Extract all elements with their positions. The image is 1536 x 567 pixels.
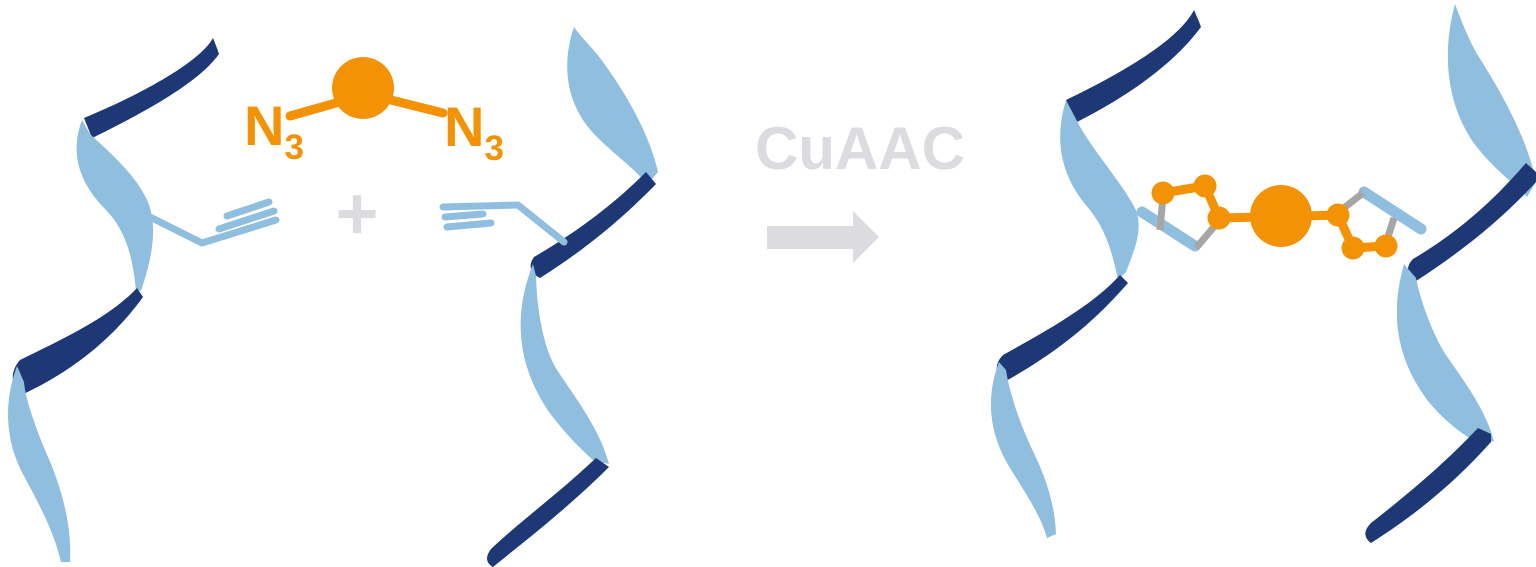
dna-strand-2-segment-navy-mid — [530, 172, 656, 278]
triazole-right-n-atom-3 — [1374, 234, 1398, 258]
triazole-left-dna-linker-bond — [1136, 206, 1201, 252]
dna-strand-4-segment-blue-top — [1447, 4, 1536, 197]
reaction-condition-group: CuAAC — [755, 115, 965, 263]
alkyne-2-linker-bond — [439, 201, 568, 246]
azide-label-left: N3 — [244, 94, 304, 167]
alkyne-2-triple-bond-line-2 — [441, 210, 487, 221]
triazole-right-n-atom-2 — [1341, 236, 1365, 260]
bis-azide-linker: N3 N3 — [244, 57, 504, 168]
alkyne-2-triple-bond-line-3 — [443, 219, 495, 231]
azide-bond-right — [386, 95, 448, 118]
product-group — [990, 4, 1536, 543]
dna-strand-2-segment-blue-mid — [520, 264, 609, 464]
dna-strand-3-segment-navy-top — [1066, 10, 1201, 123]
dna-strand-2 — [439, 27, 658, 567]
dna-strand-1 — [8, 38, 280, 562]
dna-strand-1-segment-blue-mid — [76, 120, 154, 291]
dna-strand-3-segment-navy-mid — [996, 275, 1128, 382]
triazole-left-n-atom-1 — [1151, 181, 1175, 205]
alkyne-1-linker-bond — [146, 213, 280, 247]
dna-strand-3 — [990, 10, 1201, 538]
dna-strand-1-segment-navy-top — [84, 38, 219, 138]
linker-core-sphere — [332, 57, 394, 119]
triazole-left-n-atom-3 — [1207, 206, 1231, 230]
plus-sign: + — [335, 172, 378, 255]
triazole-right-n-atom-1 — [1326, 203, 1350, 227]
dna-strand-4-segment-navy-tail — [1365, 428, 1491, 543]
reaction-condition-label: CuAAC — [755, 115, 965, 182]
alkyne-1-triple-bond-line-3 — [223, 198, 273, 220]
dna-strand-2-segment-blue-top — [567, 27, 658, 185]
reaction-arrow-icon — [767, 211, 879, 263]
azide-label-right: N3 — [444, 95, 504, 168]
dna-strand-4-segment-blue-mid — [1396, 264, 1494, 444]
alkyne-group-1 — [146, 198, 280, 247]
dna-strand-3-segment-blue-tail — [990, 362, 1056, 538]
triazole-left-n-atom-2 — [1193, 174, 1217, 198]
azide-bond-left — [285, 98, 341, 121]
dna-strand-1-segment-navy-mid — [12, 288, 143, 396]
dna-strand-2-segment-navy-tail — [487, 458, 609, 567]
dna-strand-3-segment-blue-mid — [1060, 100, 1139, 280]
triazole-right-dna-linker-bond — [1358, 186, 1427, 235]
alkyne-group-2 — [439, 201, 568, 246]
triazole-crosslink — [1136, 174, 1427, 260]
dna-strand-4 — [1365, 4, 1536, 543]
linker-core-sphere-product — [1250, 185, 1312, 247]
dna-strand-4-segment-navy-mid — [1407, 163, 1536, 281]
alkyne-1-triple-bond-line-2 — [215, 207, 278, 233]
dna-strand-1-segment-blue-tail — [8, 366, 71, 562]
